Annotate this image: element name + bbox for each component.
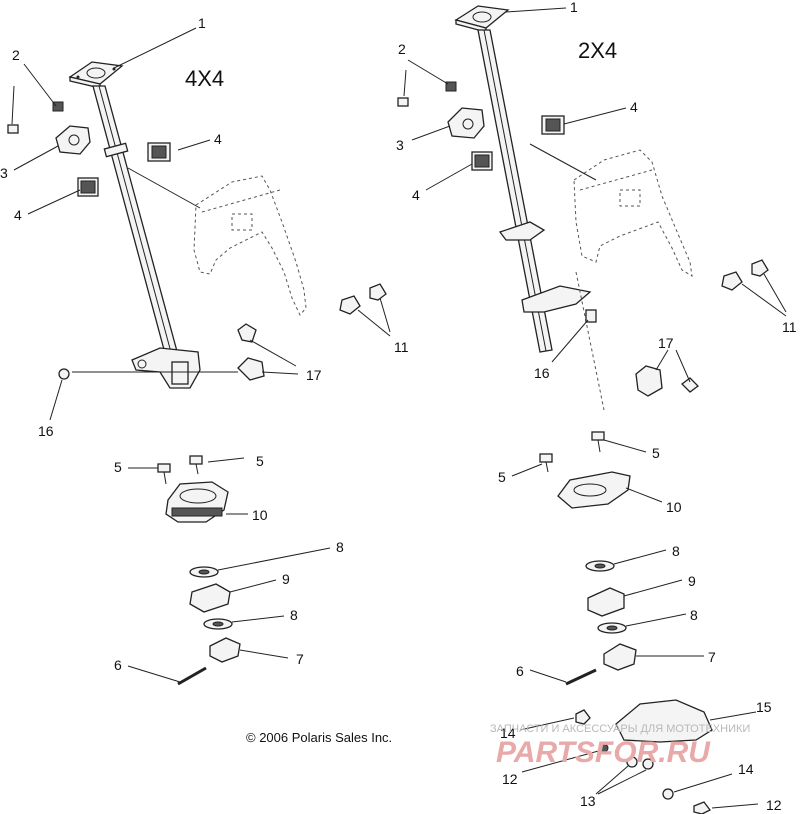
callout-1-left: 1 — [198, 15, 206, 31]
callout-15-right: 15 — [756, 699, 772, 715]
nut-16-left — [58, 368, 70, 380]
leaders-right — [403, 7, 787, 809]
column-brackets-right — [498, 221, 605, 411]
callout-2-left: 2 — [12, 47, 20, 63]
skid-plate-15-right — [615, 699, 713, 743]
bushing-4-lower-left — [77, 177, 99, 197]
callout-17-right: 17 — [658, 335, 674, 351]
callout-8b-left: 8 — [290, 607, 298, 623]
callout-6-left: 6 — [114, 657, 122, 673]
fasteners-12-13-14-right — [575, 709, 711, 814]
callout-5b-left: 5 — [256, 453, 264, 469]
callout-5a-right: 5 — [498, 469, 506, 485]
callout-11-right: 11 — [782, 319, 797, 335]
callout-5b-right: 5 — [652, 445, 660, 461]
callout-7-right: 7 — [708, 649, 716, 665]
housing-10-right — [557, 471, 631, 509]
callout-7-left: 7 — [296, 651, 304, 667]
leaders-left — [11, 27, 391, 683]
callout-8a-right: 8 — [672, 543, 680, 559]
block-7-right — [603, 643, 637, 671]
steering-plate-right — [454, 5, 510, 33]
callout-10-right: 10 — [666, 499, 682, 515]
bolt-6-left — [177, 666, 207, 686]
watermark-tagline: ЗАПЧАСТИ И АКСЕССУАРЫ ДЛЯ МОТОТЕХНИКИ — [490, 723, 750, 735]
callout-12b-right: 12 — [766, 797, 782, 813]
callout-10-left: 10 — [252, 507, 268, 523]
callout-17-left: 17 — [306, 367, 322, 383]
nuts-11-left — [339, 283, 387, 315]
title-2x4: 2X4 — [578, 38, 617, 63]
callout-8b-right: 8 — [690, 607, 698, 623]
callout-4a-right: 4 — [630, 99, 638, 115]
clip-17-left — [237, 323, 265, 381]
callout-14b-right: 14 — [738, 761, 754, 777]
bolts-5-left — [157, 455, 203, 485]
callout-16-right: 16 — [534, 365, 550, 381]
bushing-9-right — [587, 587, 625, 617]
callout-9-right: 9 — [688, 573, 696, 589]
callout-4a-left: 4 — [214, 131, 222, 147]
left-steering-assembly: 1 2 3 4 4 5 5 6 7 8 8 9 10 11 16 17 — [0, 15, 409, 686]
title-4x4: 4X4 — [185, 66, 224, 91]
callout-8a-left: 8 — [336, 539, 344, 555]
lower-bracket-left — [72, 347, 238, 389]
bushing-4-upper-right — [541, 115, 565, 135]
washer-8-lower-left — [203, 618, 233, 630]
callout-9-left: 9 — [282, 571, 290, 587]
callout-5a-left: 5 — [114, 459, 122, 475]
washer-8-upper-left — [189, 566, 219, 578]
callout-14a-right: 14 — [500, 725, 516, 741]
bushing-4-lower-right — [471, 151, 493, 171]
callout-11-left: 11 — [394, 339, 409, 355]
housing-10-left — [165, 481, 229, 523]
watermark-logo: PARTSFOR.RU — [496, 736, 711, 769]
bolts-5-right — [539, 431, 605, 473]
bushing-9-left — [189, 583, 231, 613]
callout-16-left: 16 — [38, 423, 54, 439]
callout-4b-right: 4 — [412, 187, 420, 203]
block-7-left — [209, 637, 241, 663]
bolt-2-right — [397, 81, 457, 107]
steering-column-left — [92, 85, 179, 358]
washer-8-upper-right — [585, 560, 615, 572]
callout-13-right: 13 — [580, 793, 596, 809]
nut-16-right — [585, 309, 597, 323]
callout-12a-right: 12 — [502, 771, 518, 787]
clamp-3-right — [447, 107, 485, 139]
bushing-4-upper-left — [147, 142, 171, 162]
nuts-11-right — [721, 259, 769, 291]
right-steering-assembly: 1 2 3 4 4 5 5 6 7 8 8 9 10 11 12 12 13 1… — [396, 0, 797, 814]
callout-3-left: 3 — [0, 165, 8, 181]
bolt-2-left — [7, 101, 64, 134]
frame-outline-right — [573, 149, 693, 277]
callout-3-right: 3 — [396, 137, 404, 153]
frame-outline-left — [193, 175, 307, 316]
callout-2-right: 2 — [398, 41, 406, 57]
callout-6-right: 6 — [516, 663, 524, 679]
callout-4b-left: 4 — [14, 207, 22, 223]
bolt-6-right — [565, 668, 597, 686]
clip-17-right — [635, 365, 699, 397]
callout-1-right: 1 — [570, 0, 578, 15]
clamp-3-left — [55, 125, 91, 155]
washer-8-lower-right — [597, 622, 627, 634]
copyright-text: © 2006 Polaris Sales Inc. — [246, 730, 392, 745]
steering-plate-left — [68, 61, 124, 89]
